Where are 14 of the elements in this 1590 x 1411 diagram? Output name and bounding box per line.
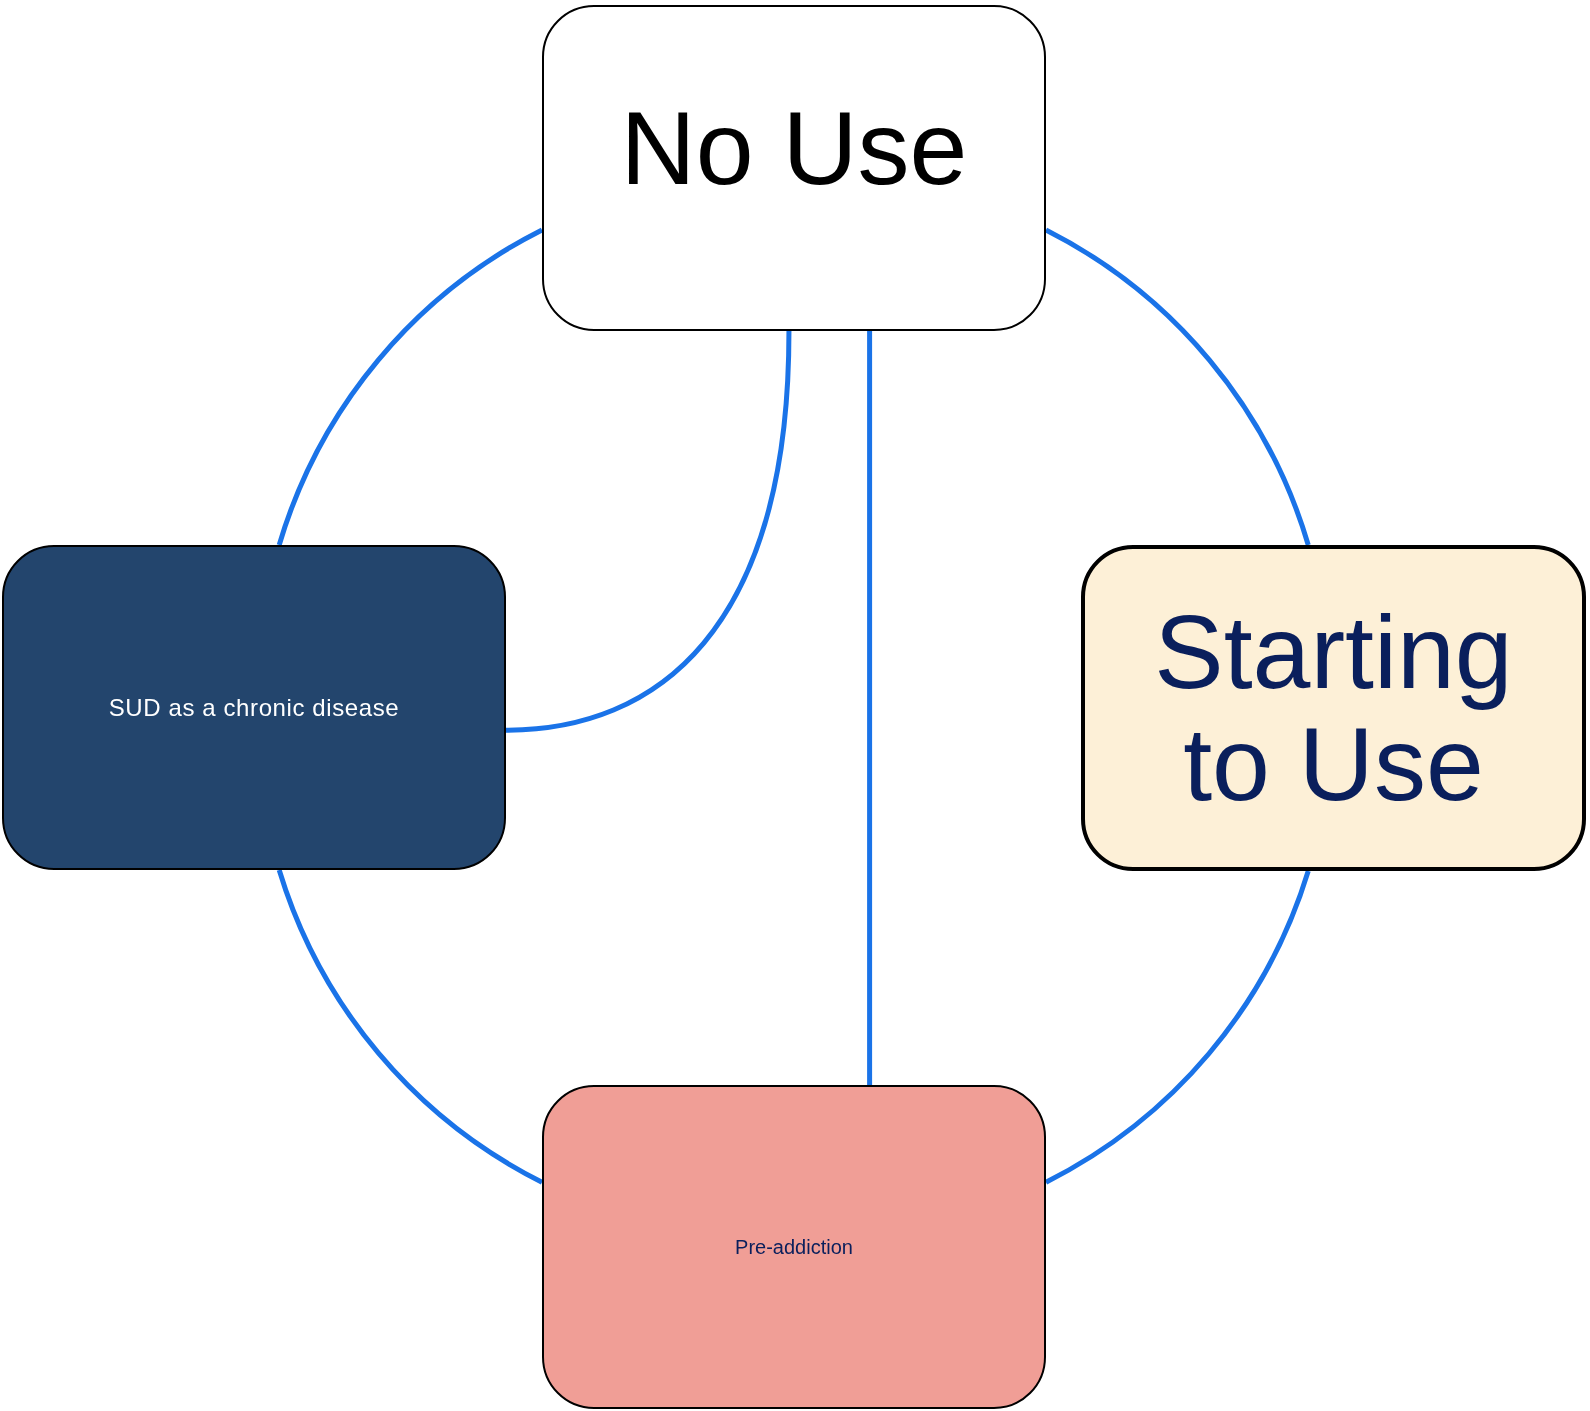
stage-label: Starting to Use [1153,595,1514,821]
stage-box [542,1085,1046,1409]
stage-box [1081,545,1586,871]
stage-label: Pre-addiction [735,1235,853,1260]
connector-line [867,331,873,1085]
connector-line [1044,870,1311,1185]
connector-line [505,330,792,733]
stage-box [2,545,506,870]
connector-line [1044,227,1311,546]
connector-line [276,869,544,1185]
stage-label: No Use [620,96,968,208]
stage-box [542,5,1046,331]
connector-line [276,227,544,546]
stage-label: SUD as a chronic disease [108,692,400,723]
